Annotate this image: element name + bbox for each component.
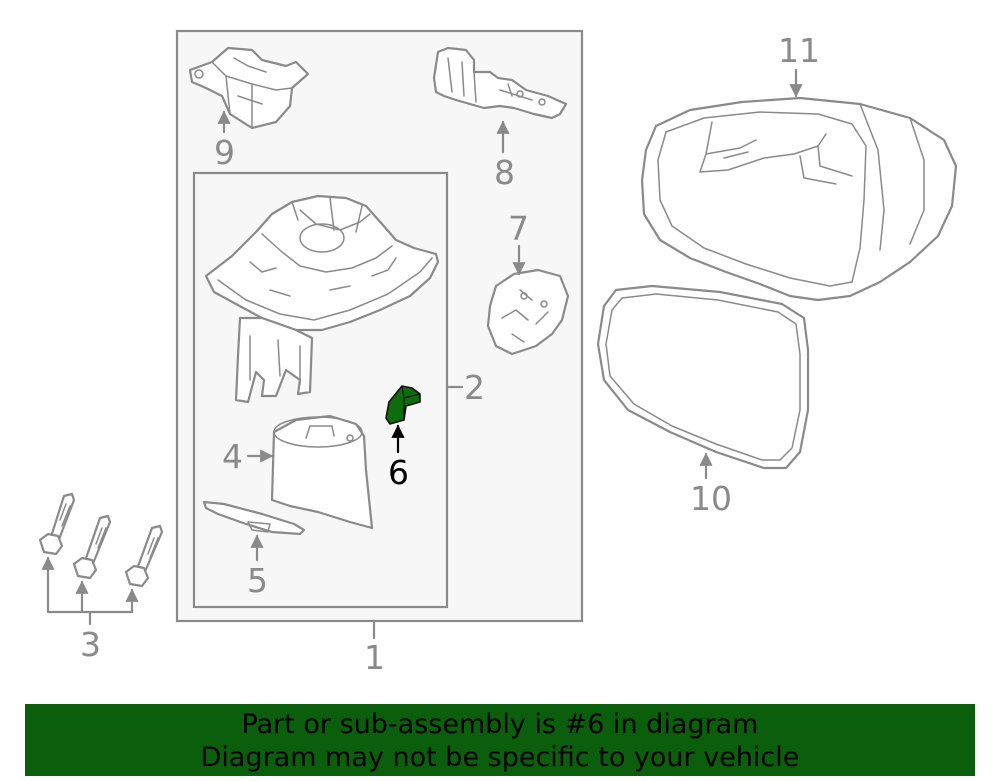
callout-5: 5 [247, 561, 268, 600]
callout-11: 11 [778, 31, 820, 70]
callout-3: 3 [80, 625, 101, 664]
part-8-bracket [432, 46, 568, 120]
callout-1: 1 [364, 638, 385, 677]
callout-7: 7 [508, 209, 529, 248]
part-9-motor [188, 46, 310, 130]
part-3-bolts [38, 492, 164, 588]
part-10-mirror-glass [596, 284, 810, 470]
info-banner: Part or sub-assembly is #6 in diagram Di… [25, 704, 975, 776]
banner-line-1: Part or sub-assembly is #6 in diagram [241, 709, 759, 740]
banner-line-2: Diagram may not be specific to your vehi… [200, 742, 800, 773]
part-4-cover [270, 414, 374, 530]
mirror-housing-base [204, 194, 440, 404]
callout-2: 2 [464, 368, 485, 407]
part-11-mirror-cover [640, 96, 958, 302]
part-6-clip-highlighted [385, 385, 421, 425]
callout-9: 9 [214, 133, 235, 172]
callout-10: 10 [690, 479, 732, 518]
callout-4: 4 [222, 437, 243, 476]
part-5-seal [202, 500, 306, 536]
callout-8: 8 [494, 153, 515, 192]
part-7-plate [486, 268, 570, 356]
callout-6: 6 [388, 453, 409, 492]
